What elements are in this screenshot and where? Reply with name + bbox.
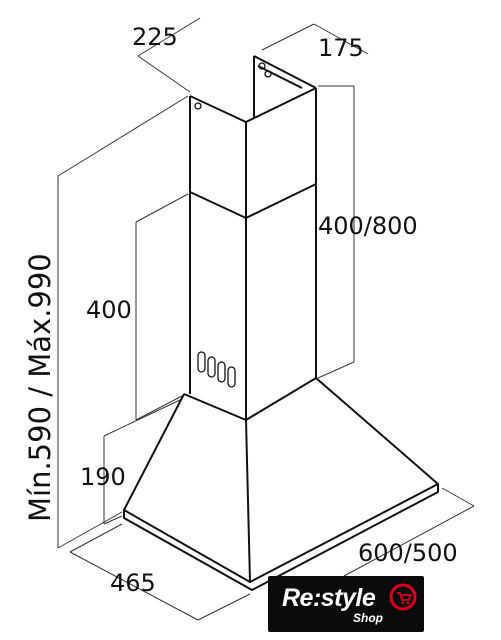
dim-total-height: Mín.590 / Máx.990 [23, 253, 57, 522]
dimension-lines [57, 17, 475, 621]
dim-top-depth: 225 [132, 23, 178, 51]
dim-chimney-upper-height: 400/800 [318, 212, 418, 240]
logo-brand: Re:style [282, 584, 376, 612]
logo-sub: Shop [353, 611, 383, 625]
control-buttons [197, 351, 236, 388]
dim-hood-depth: 465 [110, 569, 156, 597]
chimney-lower [189, 183, 317, 420]
cart-at-icon [389, 583, 417, 611]
restyle-shop-logo: Re:style Shop [268, 576, 424, 632]
dim-top-width: 175 [318, 34, 364, 62]
dim-chimney-lower-height: 400 [86, 296, 132, 324]
chimney-upper [189, 55, 317, 218]
dim-hood-height: 190 [80, 463, 126, 491]
dim-hood-width: 600/500 [358, 539, 458, 567]
